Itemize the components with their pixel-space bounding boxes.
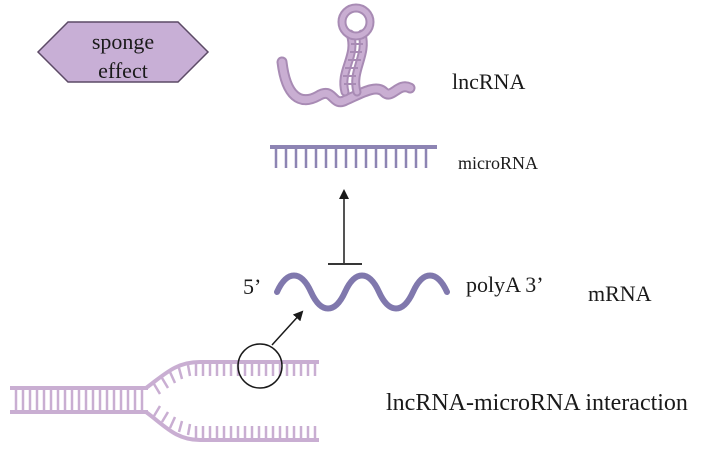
mrna-wave-glyph: [274, 272, 450, 312]
lncrna-microrna-duplex: [10, 360, 319, 442]
microrna-strand-glyph: [270, 145, 437, 168]
fork-tooth: [160, 377, 170, 389]
sponge-effect-badge: [36, 21, 210, 83]
sponge-effect-line2: effect: [98, 58, 148, 83]
five-prime-label: 5’: [243, 274, 262, 299]
lncrna-label: lncRNA: [452, 69, 526, 94]
zoom-arrow: [271, 310, 304, 346]
mrna-label: mRNA: [588, 281, 652, 306]
fork-tooth: [168, 371, 177, 384]
microrna-label: microRNA: [458, 153, 538, 173]
interaction-label: lncRNA-microRNA interaction: [386, 390, 688, 416]
fork-tooth: [168, 416, 177, 429]
fork-tooth: [186, 423, 192, 436]
fork-tooth: [186, 364, 192, 377]
fork-tooth: [177, 420, 184, 433]
fork-tooth: [177, 367, 184, 380]
sponge-effect-line1: sponge: [91, 29, 155, 54]
sponge-effect-label: sponge effect: [52, 27, 194, 85]
fork-tooth: [152, 383, 162, 395]
lncrna-hairpin-glyph: [276, 3, 416, 108]
fork-tooth: [152, 405, 162, 417]
magnifier-circle: [237, 343, 283, 389]
fork-tooth: [160, 411, 170, 423]
polya-label: polyA 3’: [466, 272, 544, 297]
